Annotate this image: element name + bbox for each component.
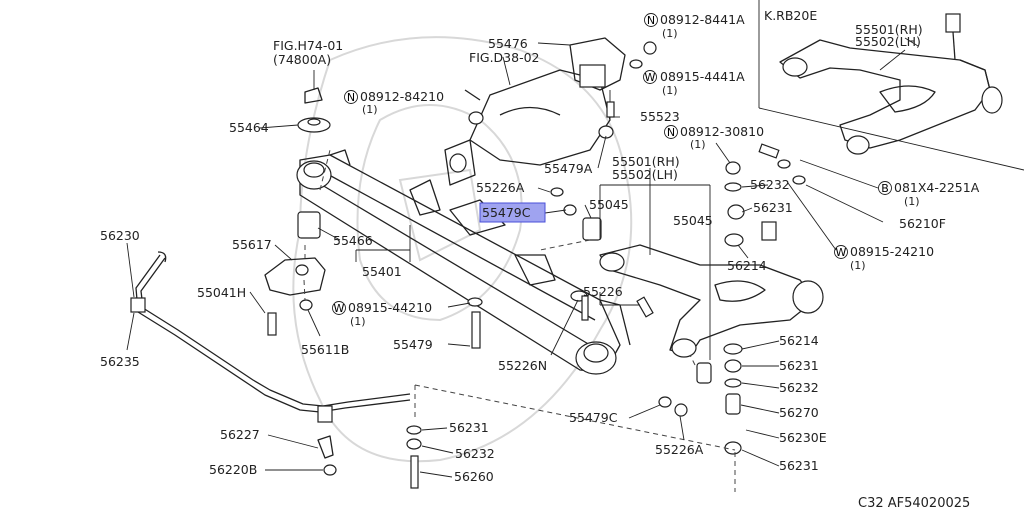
label-56232: 56232 bbox=[750, 177, 790, 192]
label-fig-d38: FIG.D38-02 bbox=[469, 50, 539, 65]
label-08915-24210: 08915-24210 bbox=[850, 244, 934, 259]
label-56232-c: 56232 bbox=[455, 446, 495, 461]
prefix-n-icon: N bbox=[347, 91, 355, 104]
label-55226n: 55226N bbox=[498, 358, 547, 373]
label-55041h: 55041H bbox=[197, 285, 246, 300]
diff-mount-bracket bbox=[569, 37, 626, 120]
watermark-emblem bbox=[292, 36, 633, 463]
stabilizer-bar bbox=[130, 251, 411, 423]
label-55045-b: 55045 bbox=[673, 213, 713, 228]
label-08912-30810: 08912-30810 bbox=[680, 124, 764, 139]
label-55502-lh: 55502(LH) bbox=[612, 167, 678, 182]
label-56231-c: 56231 bbox=[449, 420, 489, 435]
label-56214: 56214 bbox=[727, 258, 767, 273]
part-labels: K.RB20E FIG.H74-01 (74800A) FIG.D38-02 5… bbox=[100, 8, 980, 510]
label-55226a: 55226A bbox=[476, 180, 525, 195]
label-08915-44210: 08915-44210 bbox=[348, 300, 432, 315]
label-08912-8441a-qty: (1) bbox=[662, 27, 678, 40]
label-56230e: 56230E bbox=[779, 430, 827, 445]
label-56232-b: 56232 bbox=[779, 380, 819, 395]
region-label: K.RB20E bbox=[764, 8, 817, 23]
lower-arm bbox=[599, 221, 824, 358]
label-55479c-highlighted[interactable]: 55479C bbox=[482, 205, 531, 220]
inset-lower-arm bbox=[779, 13, 1003, 155]
label-56210f: 56210F bbox=[899, 216, 946, 231]
label-56260: 56260 bbox=[454, 469, 494, 484]
label-08915-44210-qty: (1) bbox=[350, 315, 366, 328]
label-56270: 56270 bbox=[779, 405, 819, 420]
label-56231: 56231 bbox=[753, 200, 793, 215]
label-08912-84210-qty: (1) bbox=[362, 103, 378, 116]
label-56227: 56227 bbox=[220, 427, 260, 442]
differential-housing bbox=[444, 69, 611, 186]
prefix-w-icon: W bbox=[645, 71, 656, 84]
label-55226a-b: 55226A bbox=[655, 442, 704, 457]
label-56231-b: 56231 bbox=[779, 358, 819, 373]
dashed-leaders bbox=[303, 149, 736, 492]
label-55523: 55523 bbox=[640, 109, 680, 124]
figure-code: C32 AF54020025 bbox=[858, 496, 970, 510]
label-08912-8441a: 08912-8441A bbox=[660, 12, 745, 27]
highlight-box bbox=[479, 202, 546, 223]
prefix-marks: N W N N B W W bbox=[332, 13, 892, 315]
label-55045: 55045 bbox=[589, 197, 629, 212]
label-55501-rh: 55501(RH) bbox=[612, 154, 680, 169]
label-08915-4441a-qty: (1) bbox=[662, 84, 678, 97]
label-08912-30810-qty: (1) bbox=[690, 138, 706, 151]
label-inset-55502: 55502(LH) bbox=[855, 34, 921, 49]
label-56231-d: 56231 bbox=[779, 458, 819, 473]
label-55479a: 55479A bbox=[544, 161, 593, 176]
hardware bbox=[264, 41, 806, 489]
prefix-w-icon: W bbox=[836, 246, 847, 259]
label-08912-84210: 08912-84210 bbox=[360, 89, 444, 104]
label-55476: 55476 bbox=[488, 36, 528, 51]
label-fig-h74-sub: (74800A) bbox=[273, 52, 331, 67]
label-55226: 55226 bbox=[583, 284, 623, 299]
label-inset-55501: 55501(RH) bbox=[855, 22, 923, 37]
label-56235: 56235 bbox=[100, 354, 140, 369]
label-55466: 55466 bbox=[333, 233, 373, 248]
leader-lines bbox=[126, 37, 919, 478]
prefix-w-icon: W bbox=[334, 302, 345, 315]
label-56230: 56230 bbox=[100, 228, 140, 243]
inset-frame bbox=[758, 0, 1024, 171]
prefix-n-icon: N bbox=[667, 126, 675, 139]
label-08915-4441a: 08915-4441A bbox=[660, 69, 745, 84]
label-56220b: 56220B bbox=[209, 462, 257, 477]
label-55611b: 55611B bbox=[301, 342, 349, 357]
label-55479c: 55479C bbox=[569, 410, 618, 425]
prefix-b-icon: B bbox=[881, 182, 889, 195]
suspension-member bbox=[296, 149, 631, 375]
label-55479: 55479 bbox=[393, 337, 433, 352]
label-55401: 55401 bbox=[362, 264, 402, 279]
prefix-n-icon: N bbox=[647, 14, 655, 27]
label-081x4-2251a: 081X4-2251A bbox=[894, 180, 980, 195]
label-55464: 55464 bbox=[229, 120, 269, 135]
label-081x4-2251a-qty: (1) bbox=[904, 195, 920, 208]
label-55617: 55617 bbox=[232, 237, 272, 252]
label-56214-b: 56214 bbox=[779, 333, 819, 348]
label-fig-h74: FIG.H74-01 bbox=[273, 38, 343, 53]
label-08915-24210-qty: (1) bbox=[850, 259, 866, 272]
